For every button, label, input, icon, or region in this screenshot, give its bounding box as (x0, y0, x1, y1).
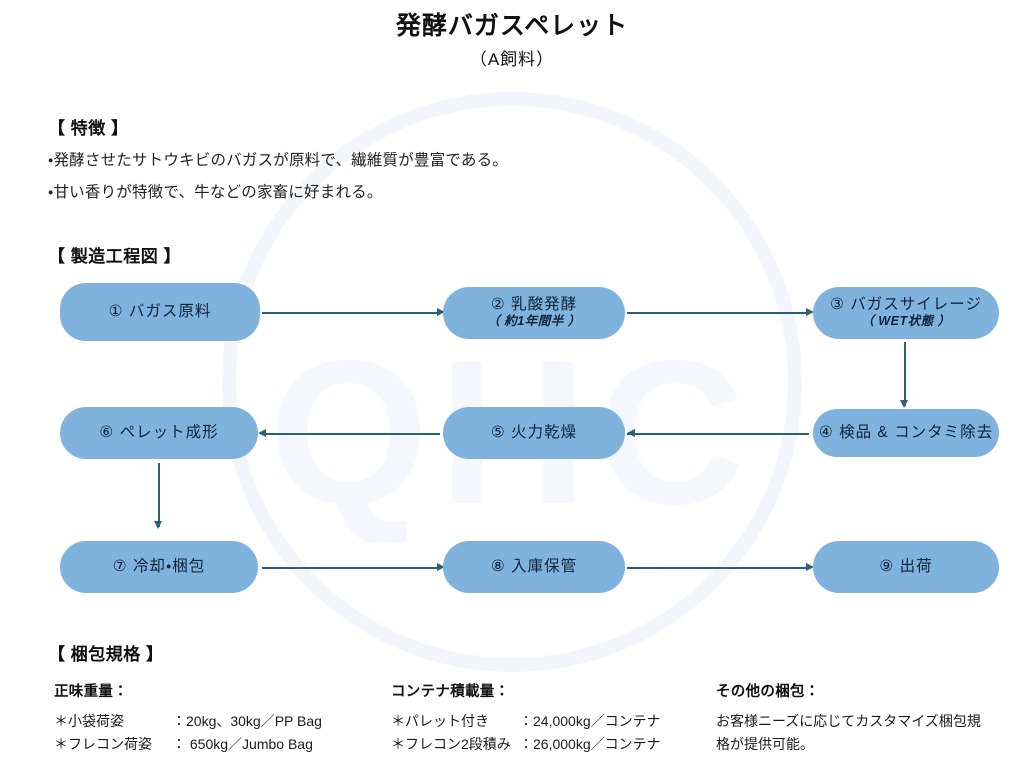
packaging-heading: 【 梱包規格 】 (48, 645, 164, 664)
process-node-7[interactable]: ⑦ 冷却・梱包 (60, 541, 258, 593)
process-node-1-label: ① バガス原料 (108, 303, 212, 321)
process-node-2[interactable]: ② 乳酸発酵 （ 約1年間半 ） (443, 287, 625, 339)
packaging-column-1-row-1-value: ：20kg、30kg／PP Bag (172, 713, 322, 729)
packaging-column-1-row-2-value: ： 650kg／Jumbo Bag (172, 735, 313, 752)
packaging-column-3-note: お客様ニーズに応じてカスタマイズ梱包規格が提供可能。 (716, 713, 981, 752)
packaging-column-2-row-2-value: ：26,000kg／コンテナ (519, 735, 661, 752)
packaging-column-1-row-1: ＊小袋荷姿 ：20kg、30kg／PP Bag (54, 710, 322, 733)
arrowhead-2-to-3-icon (806, 307, 814, 316)
packaging-column-container-load: コンテナ積載量： ＊パレット付き ：24,000kg／コンテナ ＊フレコン2段積… (391, 680, 661, 755)
process-node-8-label: ⑧ 入庫保管 (490, 558, 578, 576)
arrowhead-3-to-4-icon (900, 400, 908, 408)
packaging-column-net-weight: 正味重量： ＊小袋荷姿 ：20kg、30kg／PP Bag ＊フレコン荷姿 ： … (54, 680, 322, 755)
process-node-3-label: ③ バガスサイレージ (830, 295, 982, 313)
packaging-column-1-row-1-key: ＊小袋荷姿 (54, 713, 124, 729)
features-bullet-2: ・甘い香りが特徴で、牛などの家畜に好まれる。 (48, 184, 383, 201)
features-bullet-1: ・発酵させたサトウキビのバガスが原料で、繊維質が豊富である。 (48, 152, 508, 169)
process-node-6[interactable]: ⑥ ペレット成形 (60, 407, 258, 459)
process-node-1[interactable]: ① バガス原料 (60, 283, 260, 341)
process-heading: 【 製造工程図 】 (48, 247, 181, 266)
packaging-column-other: その他の梱包： お客様ニーズに応じてカスタマイズ梱包規格が提供可能。 (716, 680, 981, 755)
packaging-column-3-title: その他の梱包： (716, 684, 820, 700)
features-heading: 【 特徴 】 (48, 119, 129, 138)
packaging-column-1-title: 正味重量： (54, 684, 128, 700)
process-node-2-sublabel: （ 約1年間半 ） (487, 314, 581, 329)
packaging-column-2-row-1: ＊パレット付き ：24,000kg／コンテナ (391, 710, 661, 733)
arrowhead-7-to-8-icon (437, 562, 445, 571)
packaging-column-2-row-1-value: ：24,000kg／コンテナ (519, 713, 661, 729)
page-subtitle: （A飼料） (469, 50, 555, 69)
process-node-9-label: ⑨ 出荷 (879, 558, 933, 576)
connector-5-to-6 (262, 433, 440, 435)
process-node-5-label: ⑤ 火力乾燥 (490, 424, 578, 442)
process-node-2-label: ② 乳酸発酵 (490, 295, 578, 313)
process-node-6-label: ⑥ ペレット成形 (99, 424, 219, 442)
page-title: 発酵バガスペレット (395, 12, 629, 40)
connector-6-to-7 (158, 463, 160, 527)
process-node-4-label: ④ 検品 & コンタミ除去 (818, 424, 994, 442)
process-node-3[interactable]: ③ バガスサイレージ （ WET状態 ） (813, 287, 999, 339)
process-node-9[interactable]: ⑨ 出荷 (813, 541, 999, 593)
connector-2-to-3 (627, 312, 809, 314)
arrowhead-8-to-9-icon (806, 562, 814, 571)
arrowhead-1-to-2-icon (437, 307, 445, 316)
packaging-column-2-row-2: ＊フレコン2段積み ：26,000kg／コンテナ (391, 733, 661, 756)
connector-1-to-2 (262, 312, 440, 314)
packaging-column-2-row-2-key: ＊フレコン2段積み (391, 735, 511, 752)
arrowhead-6-to-7-icon (154, 521, 162, 529)
packaging-column-1-row-2-key: ＊フレコン荷姿 (54, 735, 152, 752)
connector-3-to-4 (904, 342, 906, 406)
process-node-8[interactable]: ⑧ 入庫保管 (443, 541, 625, 593)
packaging-column-1-row-2: ＊フレコン荷姿 ： 650kg／Jumbo Bag (54, 733, 322, 756)
connector-4-to-5 (627, 433, 809, 435)
packaging-column-2-row-1-key: ＊パレット付き (391, 713, 489, 729)
packaging-column-2-title: コンテナ積載量： (391, 684, 510, 700)
process-node-4[interactable]: ④ 検品 & コンタミ除去 (813, 409, 999, 457)
process-node-3-sublabel: （ WET状態 ） (861, 314, 951, 329)
arrowhead-5-to-6-icon (258, 428, 266, 437)
connector-7-to-8 (262, 567, 440, 569)
process-node-5[interactable]: ⑤ 火力乾燥 (443, 407, 625, 459)
connector-8-to-9 (627, 567, 809, 569)
process-node-7-label: ⑦ 冷却・梱包 (112, 558, 206, 576)
arrowhead-4-to-5-icon (627, 428, 635, 437)
